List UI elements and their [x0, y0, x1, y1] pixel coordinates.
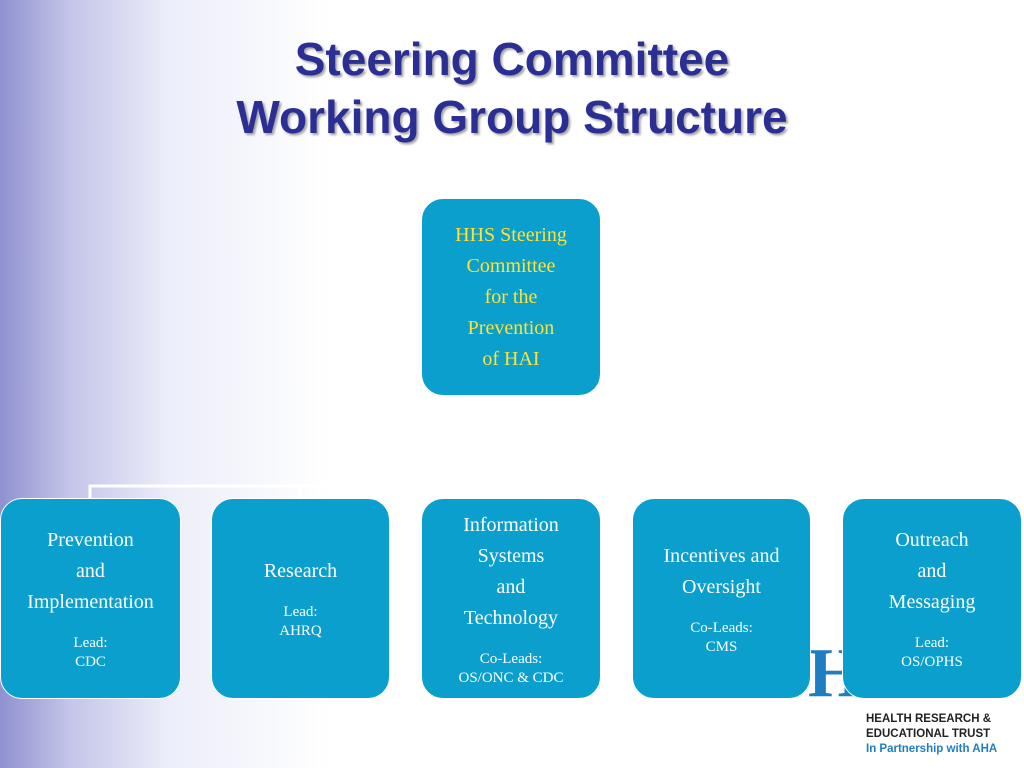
- group-lead: Lead: OS/OPHS: [901, 635, 963, 670]
- group-lead: Lead: AHRQ: [279, 604, 322, 639]
- group-lead: Lead: CDC: [73, 635, 108, 670]
- group-name: Outreach and Messaging: [888, 529, 976, 613]
- logo-line-3: In Partnership with AHA: [866, 743, 998, 755]
- group-name: Information Systems and Technology: [463, 513, 559, 629]
- group-box-information-systems: Information Systems and Technology Co-Le…: [421, 498, 601, 699]
- group-name: Prevention and Implementation: [27, 529, 154, 613]
- group-lead: Co-Leads: CMS: [690, 619, 753, 655]
- logo-line-2: EDUCATIONAL TRUST: [866, 728, 991, 740]
- title-line-1: Steering Committee: [294, 33, 730, 85]
- group-box-prevention: Prevention and Implementation Lead: CDC: [0, 498, 181, 699]
- group-box-incentives: Incentives and Oversight Co-Leads: CMS: [632, 498, 811, 699]
- page-title: Steering Committee Working Group Structu…: [0, 30, 1024, 146]
- steering-committee-name: HHS Steering Committee for the Preventio…: [455, 223, 567, 370]
- steering-committee-box: HHS Steering Committee for the Preventio…: [421, 198, 601, 396]
- title-line-2: Working Group Structure: [236, 91, 788, 143]
- hret-logo-text: HEALTH RESEARCH & EDUCATIONAL TRUST In P…: [866, 712, 1024, 757]
- group-name: Incentives and Oversight: [663, 544, 780, 598]
- group-box-research: Research Lead: AHRQ: [211, 498, 390, 699]
- group-lead: Co-Leads: OS/ONC & CDC: [458, 650, 564, 686]
- group-name: Research: [263, 560, 338, 582]
- connector-horizontal: [88, 484, 410, 498]
- group-box-outreach: Outreach and Messaging Lead: OS/OPHS: [842, 498, 1022, 699]
- logo-line-1: HEALTH RESEARCH &: [866, 713, 992, 725]
